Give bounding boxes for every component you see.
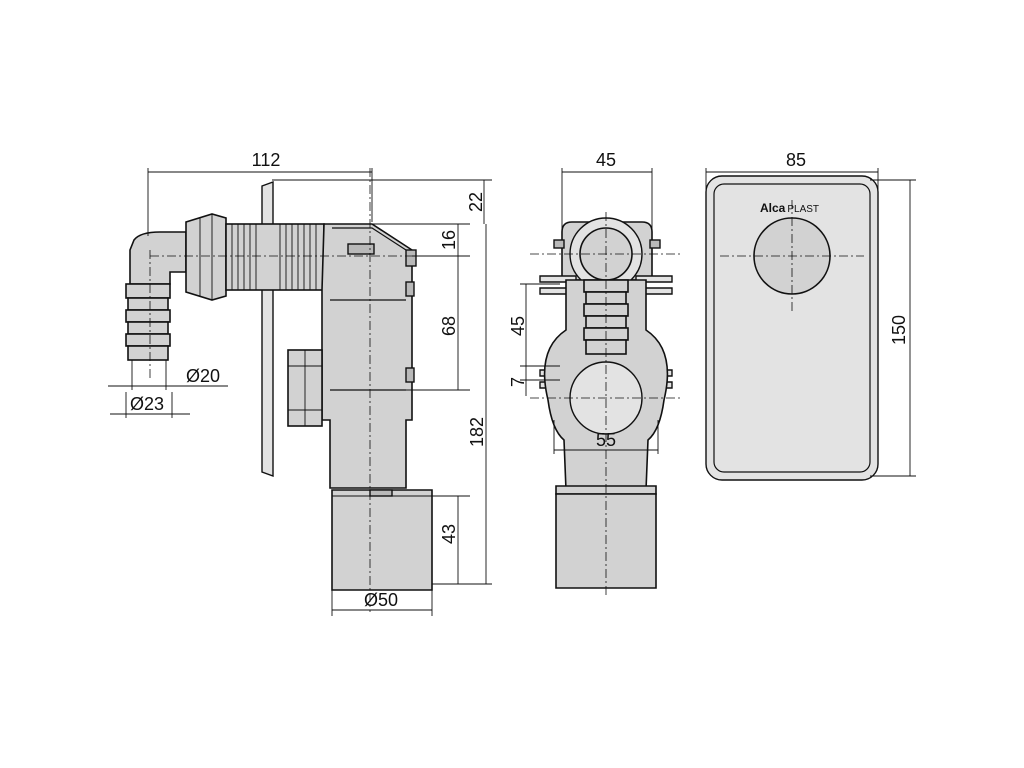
dim-front-gap: 7 [508, 377, 528, 387]
dim-front-height: 45 [508, 316, 528, 336]
dim-cover-width: 85 [786, 150, 806, 170]
side-thread-lines [231, 224, 317, 290]
cover-plate-inner [713, 183, 871, 473]
dim-front-span: 55 [596, 430, 616, 450]
dim-outlet-height: 43 [439, 524, 459, 544]
dim-front-width: 45 [596, 150, 616, 170]
side-siphon-body [321, 223, 413, 489]
side-union-nut [185, 213, 227, 301]
dim-hose-inner: Ø20 [186, 366, 220, 386]
dim-outlet-diameter: Ø50 [364, 590, 398, 610]
dim-mid-offset: 68 [439, 316, 459, 336]
brand-name-light: PLAST [787, 204, 819, 215]
side-inlet-nut [287, 349, 323, 427]
dim-side-width: 112 [252, 150, 281, 170]
brand-name-bold: Alca [760, 201, 786, 215]
dim-hose-outer: Ø23 [130, 394, 164, 414]
side-threaded-sleeve [225, 223, 325, 291]
side-hose-elbow [129, 231, 187, 285]
dim-top-offset: 22 [466, 192, 486, 212]
dim-cover-height: 150 [889, 315, 909, 345]
cover-plate-outer [705, 175, 879, 481]
front-view: 45 45 7 55 [508, 150, 680, 596]
dim-total-height: 182 [467, 417, 487, 447]
side-hose-barb [125, 283, 171, 361]
side-outlet-pipe [331, 489, 433, 591]
dim-upper-offset: 16 [439, 230, 459, 250]
side-view: 112 22 16 68 182 43 Ø20 Ø23 [108, 150, 492, 616]
